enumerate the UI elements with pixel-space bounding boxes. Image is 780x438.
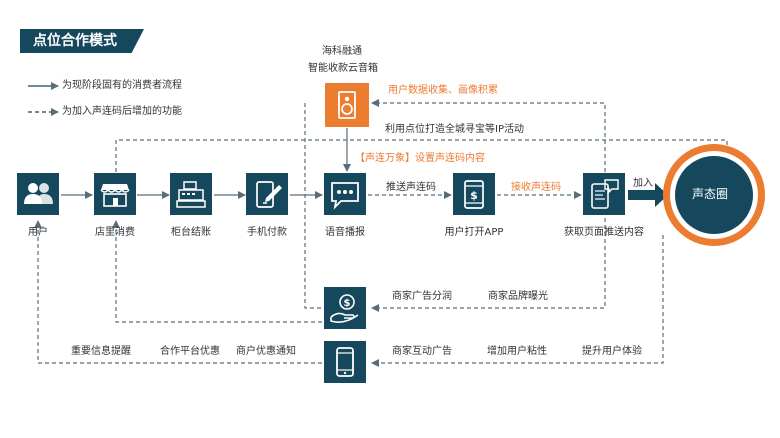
speaker-name: 智能收款云音箱 [308,63,378,74]
flow-phone-user [34,220,322,364]
label-open-app: 用户打开APP [444,227,504,238]
note-platform-offer: 合作平台优惠 [160,346,220,357]
label-mobile-pay: 手机付款 [247,227,287,238]
phone-box [324,341,366,383]
note-settings: 【声连万象】设置声连码内容 [355,152,485,166]
title-banner [20,29,144,53]
store-box [94,173,136,215]
note-push-code: 推送声连码 [386,182,436,193]
flow-circle-phone [371,235,664,367]
note-stickiness: 增加用户粘性 [487,346,547,357]
note-ad-share: 商家广告分润 [392,291,452,302]
circle-inner [675,156,753,234]
note-experience: 提升用户体验 [582,346,642,357]
phone-chat-icon [591,179,619,209]
coin-hand-icon: $ [330,294,359,323]
users-icon [24,183,53,204]
push-content-box [583,173,625,215]
note-merchant-offer: 商户优惠通知 [236,346,296,357]
legend-dashed-text: 为加入声连码后增加的功能 [62,106,182,117]
note-data-collect: 用户数据收集、画像积累 [388,85,498,96]
speech-bubble-icon [331,182,359,210]
join-label: 加入 [633,178,653,189]
note-receive-code: 接收声连码 [511,182,561,193]
speaker-brand: 海科融通 [322,46,362,57]
phone-dollar-icon: $ [464,180,484,209]
legend-solid-text: 为现阶段固有的消费者流程 [62,80,182,91]
open-app-box: $ [453,173,495,215]
label-store: 店里消费 [95,227,135,238]
flow-ad-store [112,220,322,323]
user-box [17,173,59,215]
flow-push-speaker [371,99,606,172]
cash-register-icon [176,181,206,208]
join-arrow [628,183,668,207]
speaker-box [325,83,369,127]
note-ip-activity: 利用点位打造全城寻宝等IP活动 [385,124,524,135]
smartphone-icon [336,347,354,377]
mobile-pay-box [246,173,288,215]
flow-store-loop [115,139,728,172]
note-brand-exposure: 商家品牌曝光 [488,291,548,302]
counter-box [170,173,212,215]
speaker-icon [338,91,356,119]
svg-text:$: $ [470,189,478,202]
voice-box [324,173,366,215]
label-counter: 柜台结账 [171,227,211,238]
note-settings-text: 【声连万象】设置声连码内容 [355,153,485,164]
phone-pen-icon [256,181,282,208]
page-title: 点位合作模式 [33,33,117,49]
svg-text:$: $ [344,298,351,309]
ad-share-box: $ [324,287,366,329]
flow-speaker-ad [304,103,322,309]
note-info-remind: 重要信息提醒 [71,346,131,357]
note-interactive-ad: 商家互动广告 [392,346,452,357]
storefront-icon [100,184,130,207]
flow-push-ad [371,218,606,312]
label-voice: 语音播报 [325,227,365,238]
label-push-content: 获取页面推送内容 [564,227,644,238]
circle-label: 声态圈 [692,187,729,201]
label-user: 用户 [28,227,48,238]
